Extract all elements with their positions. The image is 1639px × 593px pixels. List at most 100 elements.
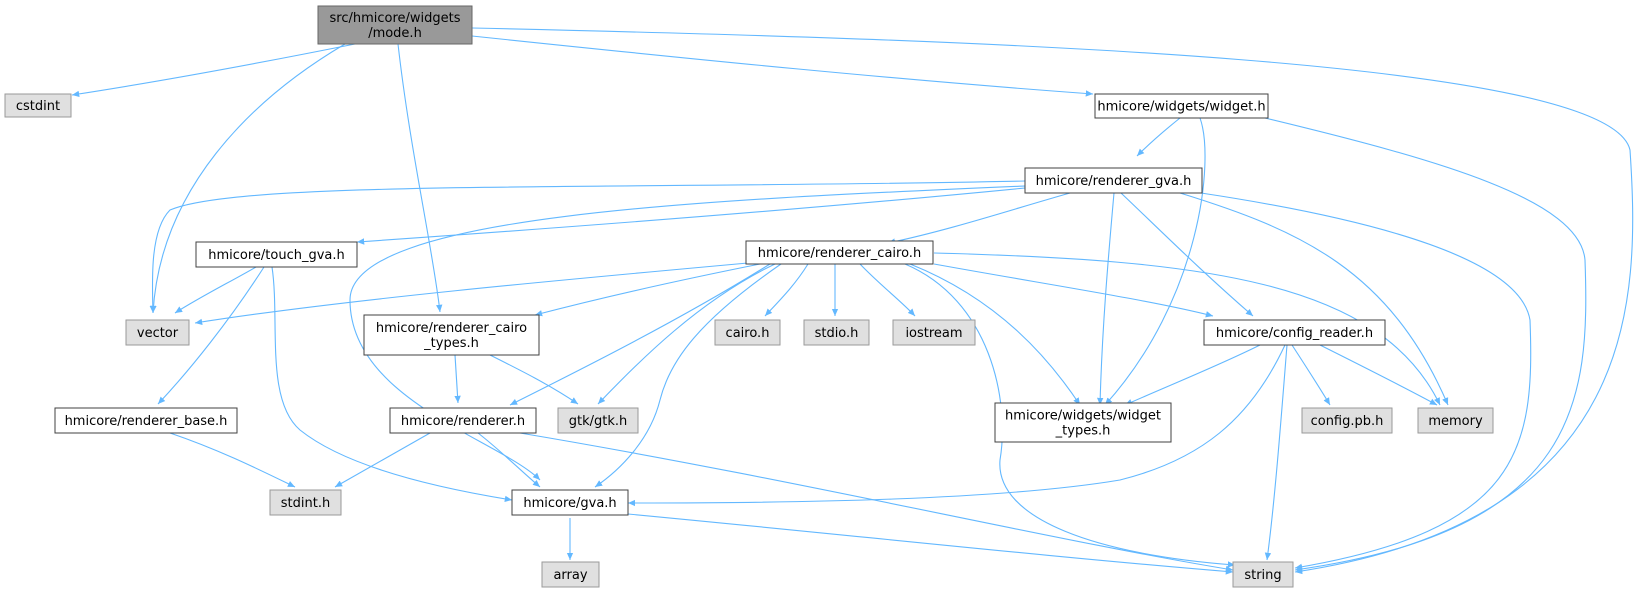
node-box bbox=[511, 489, 629, 516]
edge-config-reader-to-widget-types bbox=[1124, 344, 1261, 406]
node-label: hmicore/touch_gva.h bbox=[208, 248, 345, 263]
edge-widget-to-widget-types bbox=[1104, 117, 1206, 406]
node-label: stdint.h bbox=[281, 496, 330, 511]
node-vector[interactable]: vector bbox=[125, 319, 190, 346]
edge-renderer-cairo-to-vector bbox=[194, 262, 749, 326]
node-label: hmicore/renderer_gva.h bbox=[1036, 174, 1192, 189]
node-box bbox=[994, 402, 1172, 443]
edge-config-reader-to-gva bbox=[627, 344, 1286, 507]
node-box bbox=[54, 407, 238, 434]
node-label-line1: hmicore/widgets/widget bbox=[1005, 409, 1161, 424]
node-box bbox=[803, 319, 870, 346]
edge-renderer-gva-to-config-reader bbox=[1120, 192, 1254, 317]
node-box bbox=[125, 319, 190, 346]
edges bbox=[71, 27, 1634, 575]
node-label: array bbox=[553, 568, 587, 583]
edge-renderer-cairo-to-memory bbox=[933, 252, 1441, 406]
edge-touch-gva-to-vector bbox=[174, 266, 257, 314]
node-label: hmicore/renderer.h bbox=[401, 414, 525, 429]
edge-renderer-to-stdint bbox=[334, 432, 431, 488]
node-label-line1: hmicore/renderer_cairo bbox=[376, 321, 527, 336]
edge-renderer-gva-to-vector bbox=[149, 180, 1026, 314]
node-renderer-h[interactable]: hmicore/renderer.h bbox=[389, 407, 537, 434]
edge-renderer-cairo-to-widget-types bbox=[909, 263, 1081, 406]
edge-widget-to-string bbox=[1264, 117, 1587, 573]
edge-renderer-gva-to-memory bbox=[1179, 192, 1449, 406]
edge-gva-to-string bbox=[627, 513, 1234, 575]
node-label: vector bbox=[137, 326, 179, 341]
node-label-line2: /mode.h bbox=[368, 26, 422, 41]
node-box bbox=[1301, 407, 1393, 434]
node-gva-h[interactable]: hmicore/gva.h bbox=[511, 489, 629, 516]
edge-renderer-cairo-to-gva bbox=[594, 263, 782, 488]
edge-renderer-cairo-types-to-renderer bbox=[454, 354, 461, 404]
node-widget-h[interactable]: hmicore/widgets/widget.h bbox=[1094, 93, 1269, 119]
edge-renderer-cairo-to-cairo bbox=[764, 263, 809, 317]
node-label-line1: src/hmicore/widgets bbox=[329, 11, 460, 26]
edge-renderer-cairo-to-string bbox=[904, 263, 1236, 568]
node-box bbox=[541, 561, 600, 588]
edge-widget-to-renderer-gva bbox=[1136, 117, 1181, 157]
node-stdio-h[interactable]: stdio.h bbox=[803, 319, 870, 346]
edge-renderer-cairo-to-config-reader bbox=[933, 263, 1214, 318]
node-cairo-h[interactable]: cairo.h bbox=[714, 319, 781, 346]
node-label: string bbox=[1244, 568, 1281, 583]
node-renderer-base-h[interactable]: hmicore/renderer_base.h bbox=[54, 407, 238, 434]
node-iostream[interactable]: iostream bbox=[892, 319, 976, 346]
node-renderer-cairo-types-h[interactable]: hmicore/renderer_cairo _types.h bbox=[363, 314, 540, 356]
node-box bbox=[892, 319, 976, 346]
node-label: stdio.h bbox=[815, 326, 859, 341]
edge-renderer-cairo-types-to-gtk bbox=[489, 354, 579, 405]
edge-renderer-cairo-to-gtk bbox=[597, 263, 776, 405]
node-box bbox=[317, 5, 473, 45]
edge-touch-gva-to-renderer-base bbox=[157, 266, 265, 405]
node-renderer-cairo-h[interactable]: hmicore/renderer_cairo.h bbox=[745, 240, 934, 265]
node-box bbox=[363, 314, 540, 356]
node-box bbox=[269, 489, 342, 516]
node-label: cstdint bbox=[16, 99, 60, 114]
node-mode-h-root[interactable]: src/hmicore/widgets /mode.h bbox=[317, 5, 473, 45]
node-box bbox=[1417, 407, 1494, 434]
node-renderer-gva-h[interactable]: hmicore/renderer_gva.h bbox=[1024, 167, 1203, 194]
edge-renderer-cairo-to-renderer bbox=[509, 263, 771, 406]
node-widget-types-h[interactable]: hmicore/widgets/widget _types.h bbox=[994, 402, 1172, 443]
node-label: hmicore/renderer_cairo.h bbox=[758, 246, 921, 261]
edge-config-reader-to-string bbox=[1264, 344, 1288, 561]
node-label: hmicore/renderer_base.h bbox=[65, 414, 228, 429]
nodes: src/hmicore/widgets /mode.h cstdint hmic… bbox=[4, 5, 1494, 588]
node-label-line2: _types.h bbox=[423, 336, 479, 351]
edge-renderer-cairo-to-iostream bbox=[859, 263, 916, 317]
node-gtk-h[interactable]: gtk/gtk.h bbox=[557, 407, 639, 434]
node-label: iostream bbox=[905, 326, 962, 341]
node-stdint-h[interactable]: stdint.h bbox=[269, 489, 342, 516]
node-config-pb-h[interactable]: config.pb.h bbox=[1301, 407, 1393, 434]
edge-root-to-renderer-cairo-types bbox=[397, 43, 443, 313]
node-box bbox=[745, 240, 934, 265]
node-label: gtk/gtk.h bbox=[569, 414, 628, 429]
node-box bbox=[1203, 319, 1386, 346]
node-box bbox=[195, 241, 358, 268]
node-box bbox=[714, 319, 781, 346]
edge-config-reader-to-config-pb bbox=[1291, 344, 1331, 406]
node-cstdint[interactable]: cstdint bbox=[4, 93, 72, 118]
edge-root-to-vector bbox=[150, 43, 346, 314]
node-box bbox=[389, 407, 537, 434]
node-array[interactable]: array bbox=[541, 561, 600, 588]
node-label: memory bbox=[1428, 414, 1483, 429]
node-label: cairo.h bbox=[726, 326, 770, 341]
node-string[interactable]: string bbox=[1232, 561, 1294, 588]
node-config-reader-h[interactable]: hmicore/config_reader.h bbox=[1203, 319, 1386, 346]
node-box bbox=[4, 93, 72, 118]
node-box bbox=[1094, 93, 1269, 119]
edge-root-to-cstdint bbox=[71, 43, 356, 98]
node-memory[interactable]: memory bbox=[1417, 407, 1494, 434]
edge-root-to-string bbox=[471, 27, 1634, 575]
node-label: hmicore/gva.h bbox=[523, 496, 616, 511]
edge-renderer-gva-to-renderer-cairo bbox=[887, 192, 1071, 245]
node-label: hmicore/widgets/widget.h bbox=[1097, 100, 1265, 115]
edge-renderer-cairo-to-renderer-cairo-types bbox=[534, 263, 761, 317]
edge-root-to-widget bbox=[471, 35, 1094, 97]
edge-renderer-base-to-stdint bbox=[169, 432, 296, 488]
node-touch-gva-h[interactable]: hmicore/touch_gva.h bbox=[195, 241, 358, 268]
